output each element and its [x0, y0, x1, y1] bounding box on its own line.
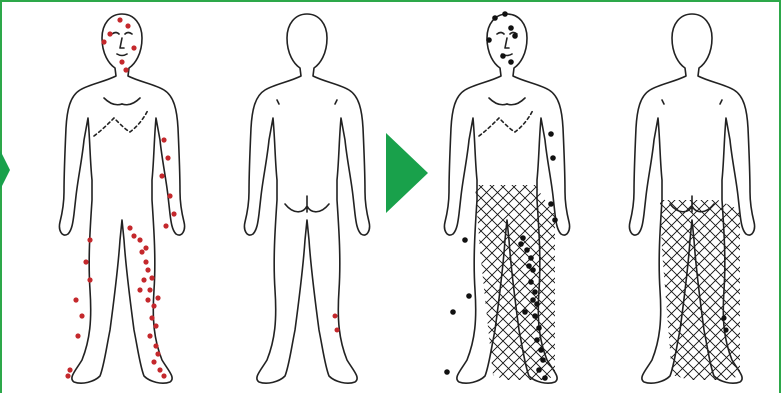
lesion-dot — [550, 155, 556, 161]
lesion-dot — [522, 309, 528, 315]
lesion-dot — [163, 223, 168, 228]
front-view-black-panel — [444, 11, 569, 385]
lesion-dot — [127, 225, 132, 230]
lesion-dot — [444, 369, 450, 375]
lesion-dot — [534, 337, 540, 343]
lesion-dot — [155, 295, 160, 300]
lesion-dot — [502, 11, 508, 17]
body-outline-back — [244, 14, 369, 383]
lesion-dot — [143, 259, 148, 264]
front-view-red-panel — [59, 14, 184, 383]
lesion-dot — [117, 17, 122, 22]
lesion-dot — [83, 259, 88, 264]
lesion-dot — [137, 237, 142, 242]
lesion-dot — [161, 137, 166, 142]
lesion-dot — [526, 263, 532, 269]
lesion-dot — [536, 325, 542, 331]
lesion-dot — [540, 357, 546, 363]
lesion-dot — [67, 367, 72, 372]
lesion-dot — [520, 235, 526, 241]
lesion-dot — [171, 211, 176, 216]
lesion-dot — [500, 53, 506, 59]
lesion-dot — [548, 131, 554, 137]
lesion-dot — [141, 277, 146, 282]
lesion-dot — [723, 327, 728, 332]
lesion-dot — [131, 233, 136, 238]
lesion-dot — [721, 315, 726, 320]
lesion-dot — [524, 247, 530, 253]
lesion-dot — [151, 359, 156, 364]
lesion-dot — [131, 45, 136, 50]
lesion-dot — [532, 313, 538, 319]
lesion-dot — [167, 193, 172, 198]
lesion-dot — [137, 287, 142, 292]
lesion-dot — [145, 297, 150, 302]
lesion-dot — [125, 23, 130, 28]
right-arrow-icon — [0, 150, 10, 190]
lesion-dot — [486, 37, 492, 43]
lesion-dot — [450, 309, 456, 315]
lesion-dot — [147, 333, 152, 338]
lesion-dot — [552, 217, 558, 223]
lesion-dot — [462, 237, 468, 243]
lesion-dot — [101, 39, 106, 44]
lesion-dot — [145, 267, 150, 272]
lesion-dot — [492, 15, 498, 21]
lesion-dot — [161, 373, 166, 378]
lesion-dot — [107, 31, 112, 36]
lesion-dot — [123, 67, 128, 72]
lesion-dot — [75, 333, 80, 338]
hatched-legs-back — [655, 195, 750, 385]
lesion-dot — [538, 347, 544, 353]
lesion-dots-front-red — [65, 17, 176, 378]
lesion-dot — [153, 343, 158, 348]
lesion-dot — [335, 328, 340, 333]
lesion-dot — [149, 275, 154, 280]
lesion-dot — [147, 287, 152, 292]
lesion-dot — [153, 323, 158, 328]
lesion-dot — [333, 314, 338, 319]
lesion-dot — [119, 59, 124, 64]
lesion-dot — [548, 201, 554, 207]
lesion-dot — [508, 25, 514, 31]
lesion-dot — [157, 367, 162, 372]
lesion-dot — [87, 237, 92, 242]
back-view-red-panel — [244, 14, 369, 383]
lesion-dot — [528, 255, 534, 261]
lesion-dot — [542, 375, 548, 381]
lesion-dot — [536, 367, 542, 373]
right-arrow-icon — [386, 133, 428, 213]
lesion-dot — [530, 297, 536, 303]
lesion-dot — [165, 155, 170, 160]
lesion-dot — [528, 279, 534, 285]
lesion-dot — [155, 351, 160, 356]
lesion-dot — [149, 315, 154, 320]
body-outline-front — [59, 14, 184, 383]
lesion-dot — [532, 289, 538, 295]
lesion-dot — [530, 267, 536, 273]
lesion-dot — [512, 33, 518, 39]
lesion-dot — [79, 313, 84, 318]
lesion-dot — [534, 301, 540, 307]
lesion-dot — [143, 245, 148, 250]
lesion-dot — [518, 241, 524, 247]
back-view-black-panel — [629, 14, 754, 385]
hatched-legs-front — [470, 180, 565, 385]
lesion-dot — [65, 373, 70, 378]
lesion-dot — [151, 303, 156, 308]
lesion-dot — [466, 293, 472, 299]
lesion-dot — [87, 277, 92, 282]
lesion-dot — [73, 297, 78, 302]
lesion-dot — [508, 59, 514, 65]
lesion-dot — [139, 249, 144, 254]
lesion-dot — [159, 173, 164, 178]
